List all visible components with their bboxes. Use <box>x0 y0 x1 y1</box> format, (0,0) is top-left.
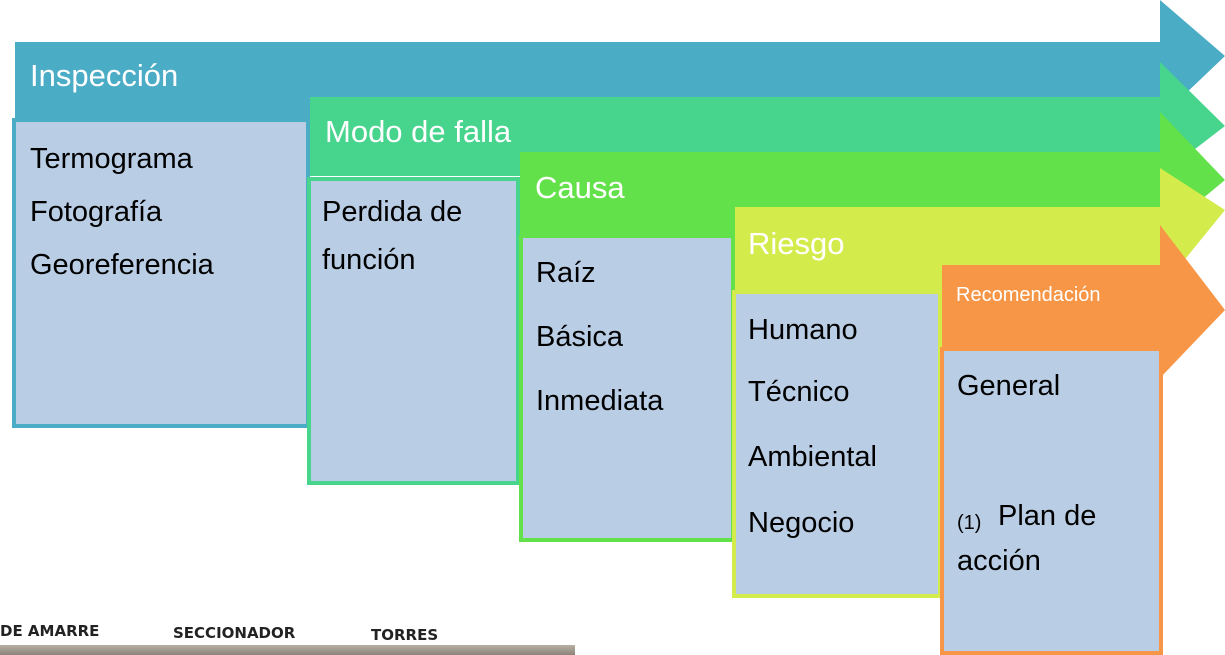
recomendacion-item: acción <box>957 545 1041 577</box>
causa-item: Inmediata <box>536 385 664 417</box>
modo-falla-title: Modo de falla <box>325 114 512 149</box>
causa-box <box>519 234 735 542</box>
photo-label: TORRES <box>371 626 439 644</box>
inspeccion-item: Termograma <box>30 143 193 175</box>
causa-item: Básica <box>536 321 624 353</box>
modo-falla-banner-arrow <box>310 62 1225 176</box>
causa-title: Causa <box>535 170 625 205</box>
recomendacion-item: General <box>957 370 1061 402</box>
modo-falla-item: Perdida de <box>322 196 463 228</box>
recomendacion-item: Plan de <box>998 500 1097 532</box>
causa-item: Raíz <box>536 257 596 289</box>
recomendacion-title: Recomendación <box>956 284 1101 306</box>
riesgo-item: Negocio <box>748 507 855 539</box>
recomendacion-box <box>940 347 1163 655</box>
riesgo-banner-arrow <box>735 168 1225 290</box>
photo-strip <box>0 645 575 655</box>
modo-falla-item: función <box>322 244 416 276</box>
photo-label: SECCIONADOR <box>173 624 296 642</box>
recomendacion-banner-arrow <box>942 225 1225 378</box>
riesgo-title: Riesgo <box>748 226 845 261</box>
riesgo-item: Ambiental <box>748 441 877 473</box>
photo-label: DE AMARRE <box>0 622 100 640</box>
causa-banner-arrow <box>520 112 1225 234</box>
riesgo-item: Técnico <box>748 376 850 408</box>
recomendacion-footnote: (1) <box>957 512 982 534</box>
inspeccion-banner-arrow <box>15 0 1225 118</box>
inspeccion-item: Georeferencia <box>30 249 214 281</box>
modo-falla-box <box>307 177 520 485</box>
inspeccion-item: Fotografía <box>30 196 163 228</box>
inspeccion-title: Inspección <box>30 58 179 93</box>
inspeccion-box <box>12 118 310 428</box>
riesgo-item: Humano <box>748 314 858 346</box>
